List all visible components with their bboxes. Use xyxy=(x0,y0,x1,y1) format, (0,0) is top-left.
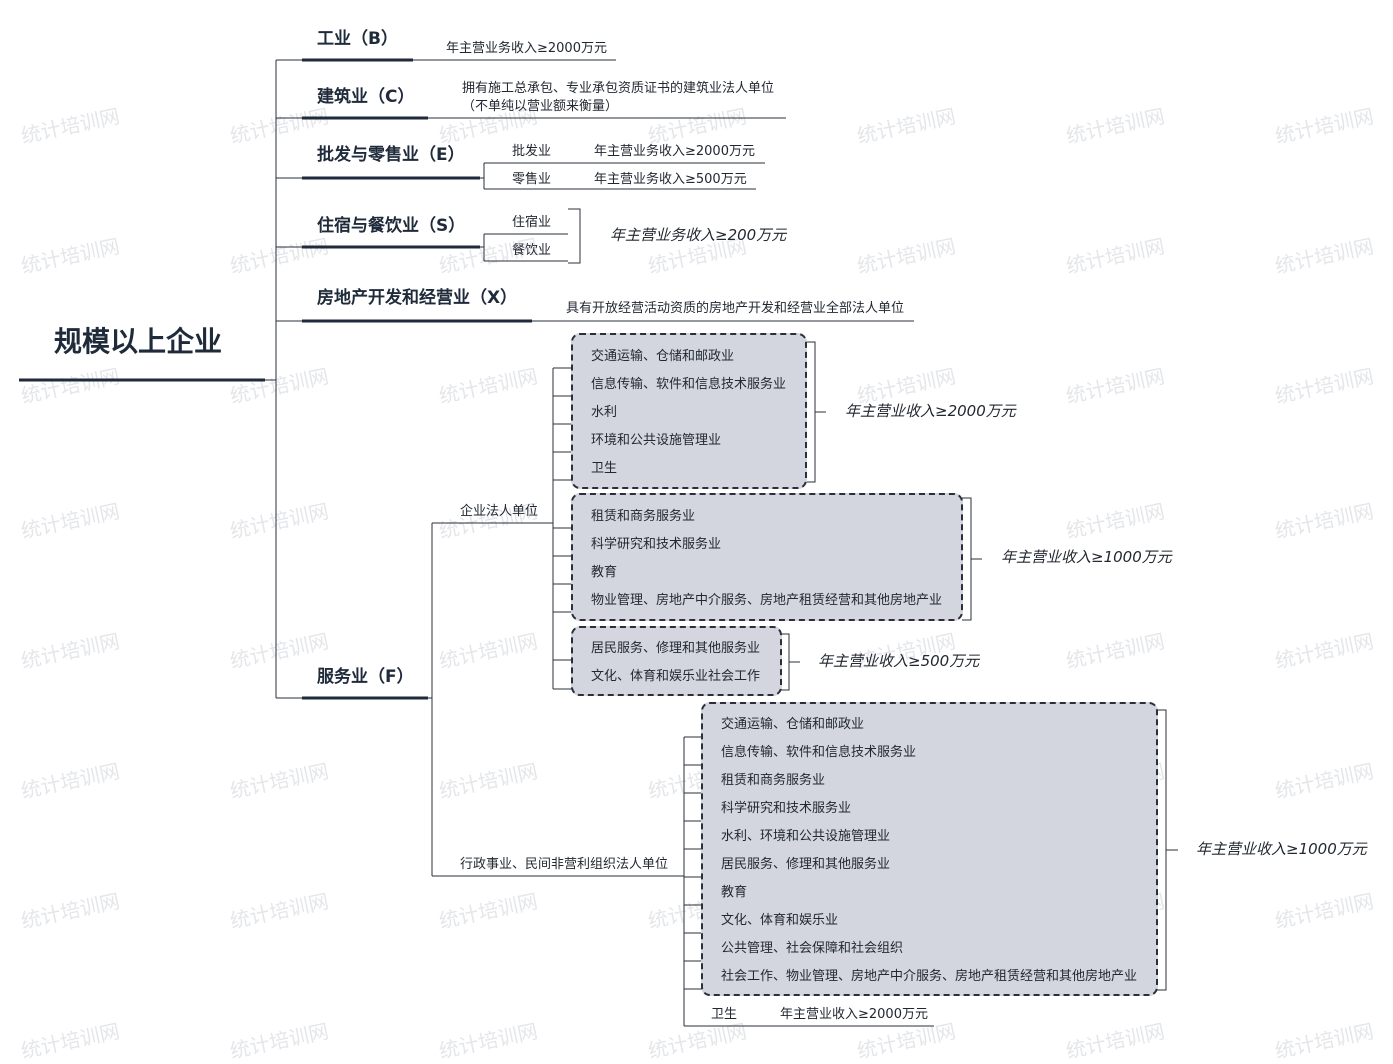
group-3-criterion: 年主营业收入≥500万元 xyxy=(818,652,980,670)
list-item: 水利、环境和公共设施管理业 xyxy=(721,829,891,844)
construction-criterion-line1: 拥有施工总承包、专业承包资质证书的建筑业法人单位 xyxy=(462,81,775,96)
enterprise-label: 企业法人单位 xyxy=(460,504,539,519)
construction-criterion-line2: （不单纯以营业额来衡量） xyxy=(462,99,619,114)
wholesale-criterion: 年主营业务收入≥2000万元 xyxy=(594,144,755,159)
wholesale-name: 批发业 xyxy=(512,144,552,159)
list-item: 居民服务、修理和其他服务业 xyxy=(721,857,891,872)
real-estate-criterion: 具有开放经营活动资质的房地产开发和经营业全部法人单位 xyxy=(566,301,905,316)
list-item: 信息传输、软件和信息技术服务业 xyxy=(591,377,787,392)
list-item: 交通运输、仓储和邮政业 xyxy=(591,349,735,364)
list-item: 物业管理、房地产中介服务、房地产租赁经营和其他房地产业 xyxy=(591,593,943,608)
group-box-2000 xyxy=(571,333,807,489)
list-item: 文化、体育和娱乐业 xyxy=(721,913,839,928)
list-item: 科学研究和技术服务业 xyxy=(591,537,722,552)
nonprofit-group-box xyxy=(701,702,1158,996)
services-label: 服务业（F） xyxy=(317,667,414,687)
nonprofit-label: 行政事业、民间非营利组织法人单位 xyxy=(460,857,669,872)
group-1-criterion: 年主营业收入≥2000万元 xyxy=(845,402,1016,420)
list-item: 公共管理、社会保障和社会组织 xyxy=(721,941,904,956)
accommodation-criterion: 年主营业务收入≥200万元 xyxy=(610,226,787,244)
real-estate-label: 房地产开发和经营业（X） xyxy=(317,288,518,308)
list-item: 租赁和商务服务业 xyxy=(721,773,826,788)
list-item: 教育 xyxy=(721,885,748,900)
construction-label: 建筑业（C） xyxy=(317,87,415,107)
nonprofit-health-name: 卫生 xyxy=(711,1007,738,1022)
list-item: 交通运输、仓储和邮政业 xyxy=(721,717,865,732)
list-item: 水利 xyxy=(591,405,618,420)
accommodation-item-catering: 餐饮业 xyxy=(512,243,552,258)
accommodation-item-lodging: 住宿业 xyxy=(512,215,552,230)
root-title: 规模以上企业 xyxy=(54,325,223,358)
list-item: 信息传输、软件和信息技术服务业 xyxy=(721,745,917,760)
list-item: 卫生 xyxy=(591,461,618,476)
group-box-1000 xyxy=(571,493,963,621)
group-box-500 xyxy=(571,626,782,696)
accommodation-label: 住宿与餐饮业（S） xyxy=(317,216,466,236)
industry-label: 工业（B） xyxy=(317,29,398,49)
list-item: 科学研究和技术服务业 xyxy=(721,801,852,816)
retail-criterion: 年主营业务收入≥500万元 xyxy=(594,172,747,187)
list-item: 文化、体育和娱乐业社会工作 xyxy=(591,669,761,684)
nonprofit-group-criterion: 年主营业收入≥1000万元 xyxy=(1196,840,1367,858)
group-2-criterion: 年主营业收入≥1000万元 xyxy=(1001,548,1172,566)
list-item: 环境和公共设施管理业 xyxy=(591,433,722,448)
list-item: 居民服务、修理和其他服务业 xyxy=(591,641,761,656)
retail-name: 零售业 xyxy=(512,172,552,187)
nonprofit-health-criterion: 年主营业收入≥2000万元 xyxy=(780,1007,928,1022)
industry-criterion: 年主营业务收入≥2000万元 xyxy=(446,41,607,56)
list-item: 教育 xyxy=(591,565,618,580)
list-item: 租赁和商务服务业 xyxy=(591,509,696,524)
wholesale-retail-label: 批发与零售业（E） xyxy=(317,145,465,165)
list-item: 社会工作、物业管理、房地产中介服务、房地产租赁经营和其他房地产业 xyxy=(721,969,1138,984)
